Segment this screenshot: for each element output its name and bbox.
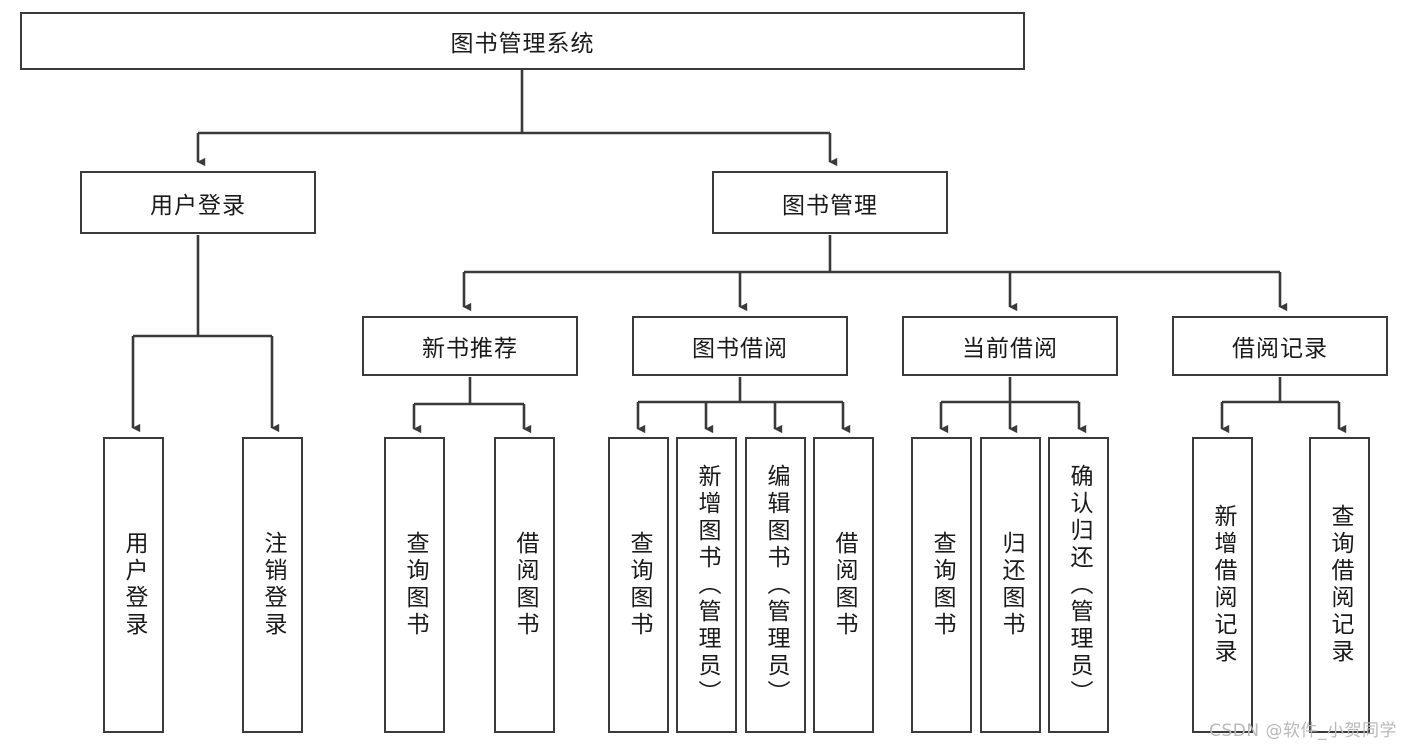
node-label: 新增借阅记录 [1210,504,1236,666]
node-label: 归还图书 [998,531,1024,639]
watermark-text: CSDN @软件_小贺同学 [1209,721,1397,741]
leaf-borrow-add-book-admin[interactable]: 新增图书（管理员） [676,437,737,733]
leaf-record-query-borrow-record[interactable]: 查询借阅记录 [1309,437,1370,733]
leaf-current-confirm-return-admin[interactable]: 确认归还（管理员） [1048,437,1109,733]
node-new-book-recommend[interactable]: 新书推荐 [362,316,578,376]
node-label: 新增图书（管理员） [694,463,720,707]
node-book-borrow[interactable]: 图书借阅 [632,316,848,376]
node-current-borrow[interactable]: 当前借阅 [902,316,1118,376]
node-label: 借阅图书 [512,531,538,639]
node-label: 注销登录 [260,531,286,639]
node-label: 用户登录 [150,192,246,219]
node-label: 用户登录 [121,531,147,639]
node-label: 查询图书 [929,531,955,639]
leaf-current-query-book[interactable]: 查询图书 [911,437,972,733]
node-label: 编辑图书（管理员） [763,463,789,707]
node-label: 查询图书 [402,531,428,639]
leaf-current-return-book[interactable]: 归还图书 [980,437,1041,733]
node-label: 查询借阅记录 [1327,504,1353,666]
node-book-management[interactable]: 图书管理 [712,171,948,234]
node-borrow-record[interactable]: 借阅记录 [1172,316,1388,376]
node-user-login[interactable]: 用户登录 [80,171,316,234]
leaf-recommend-borrow-book[interactable]: 借阅图书 [494,437,555,733]
node-label: 确认归还（管理员） [1066,463,1092,707]
leaf-record-add-borrow-record[interactable]: 新增借阅记录 [1192,437,1253,733]
leaf-borrow-query-book[interactable]: 查询图书 [608,437,669,733]
node-label: 借阅记录 [1232,336,1328,362]
node-label: 借阅图书 [831,531,857,639]
leaf-user-login-logout[interactable]: 注销登录 [242,437,303,733]
node-label: 图书管理系统 [450,31,595,57]
node-label: 图书管理 [782,192,878,219]
leaf-recommend-query-book[interactable]: 查询图书 [384,437,445,733]
node-label: 新书推荐 [422,336,518,362]
node-root-book-management-system[interactable]: 图书管理系统 [20,12,1025,70]
leaf-user-login-login[interactable]: 用户登录 [103,437,164,733]
node-label: 图书借阅 [692,336,788,362]
leaf-borrow-edit-book-admin[interactable]: 编辑图书（管理员） [745,437,806,733]
leaf-borrow-borrow-book[interactable]: 借阅图书 [813,437,874,733]
node-label: 当前借阅 [962,336,1058,362]
node-label: 查询图书 [626,531,652,639]
